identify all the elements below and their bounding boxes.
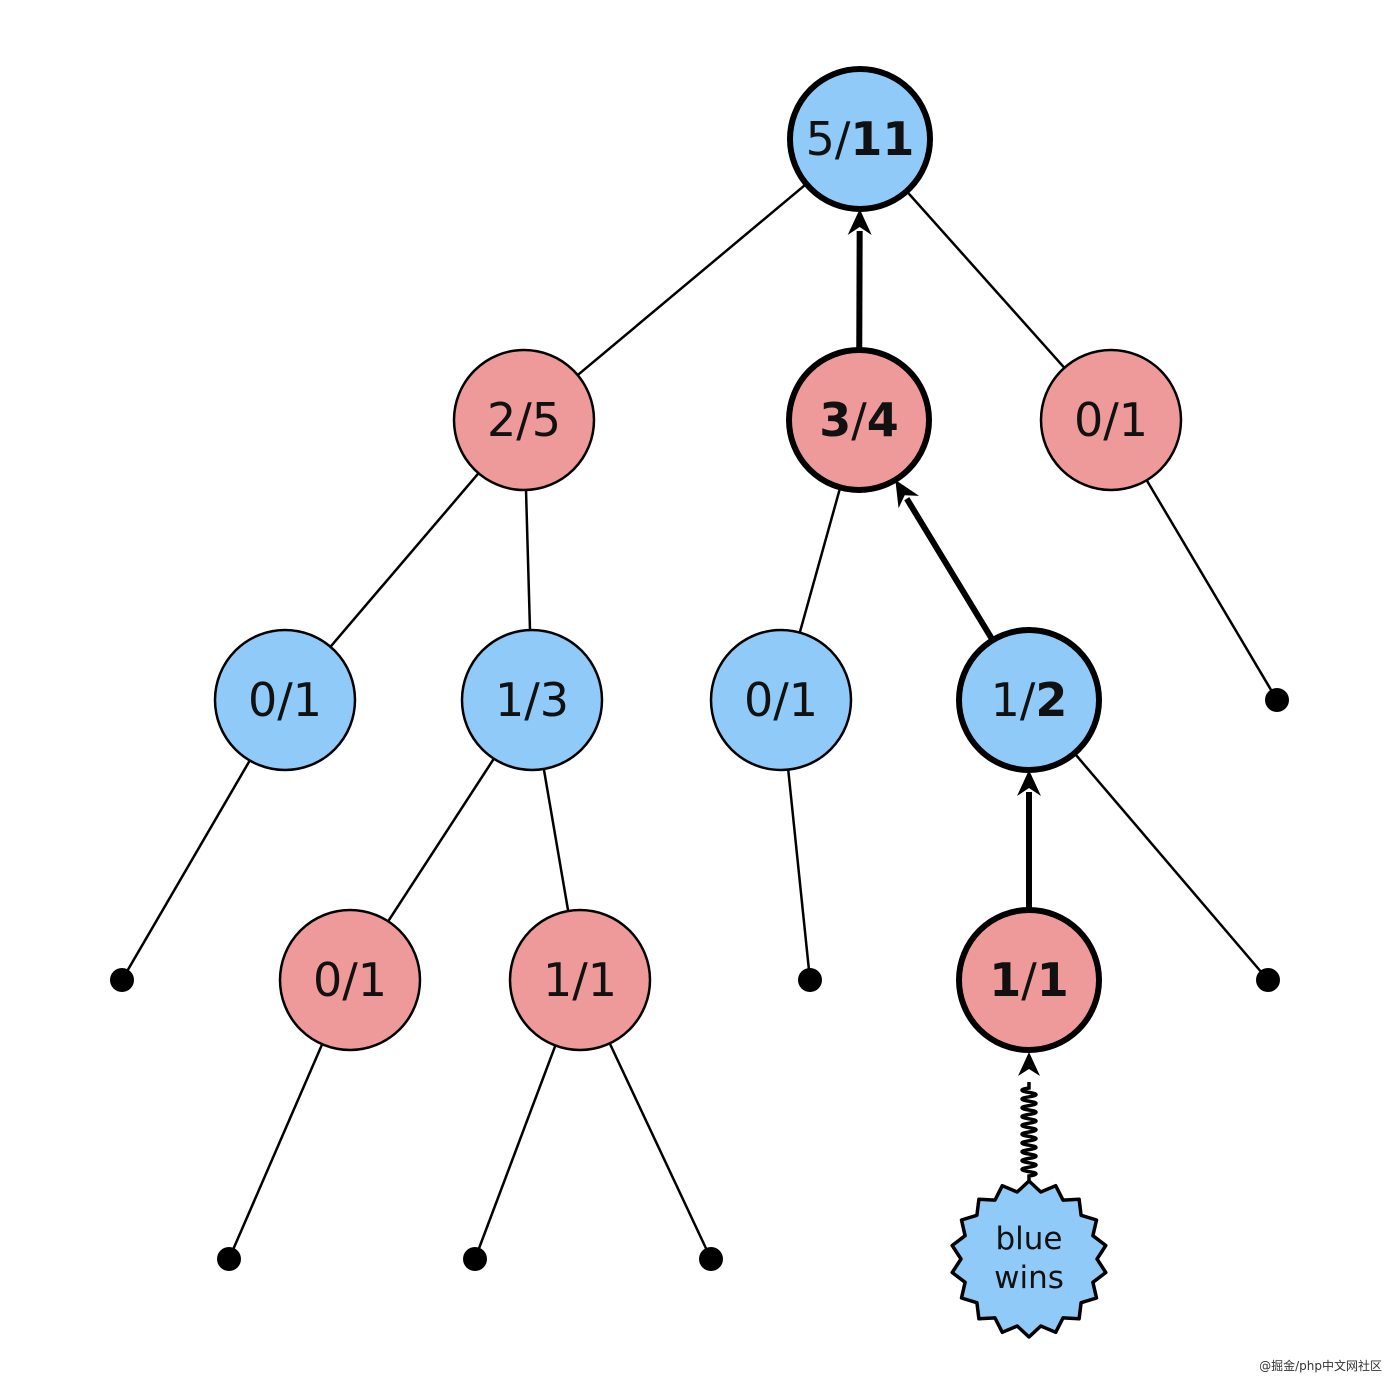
unexplored-leaf-dot: [699, 1247, 723, 1271]
simulation-spring: [1020, 1082, 1038, 1186]
tree-edge-n7-leaf-d: [1073, 752, 1269, 981]
tree-edge-n1-n4: [329, 472, 480, 648]
node-label-n10: 1/1: [989, 953, 1069, 1007]
tree-edge-n9-leaf-f: [473, 1045, 557, 1260]
tree-node-n9: [508, 908, 652, 1052]
node-label-n0: 5/11: [806, 112, 915, 166]
unexplored-leaf-dot: [217, 1247, 241, 1271]
backprop-arrowhead-n2-to-n0: [847, 208, 872, 236]
tree-edge-n5-n8: [387, 758, 495, 922]
node-label-n3: 0/1: [1074, 393, 1148, 447]
node-label-n2: 3/4: [819, 393, 899, 447]
tree-node-n0: [787, 66, 933, 212]
tree-node-n1: [452, 348, 596, 492]
node-label-n1: 2/5: [487, 393, 561, 447]
node-label-n8: 0/1: [313, 953, 387, 1007]
simulation-arrowhead: [1018, 1052, 1040, 1076]
tree-edge-n5-n9: [542, 768, 570, 912]
tree-edge-n4-leaf-b: [120, 759, 251, 981]
unexplored-leaf-dot: [110, 968, 134, 992]
node-layer: 5/11 2/5 3/4 0/1 0/1 1/3 0/1 1/2 0/1 1/1 1/1: [110, 66, 1289, 1271]
node-label-n9: 1/1: [543, 953, 617, 1007]
burst-label-line2: wins: [994, 1260, 1064, 1296]
backprop-arrowhead-n10-to-n7: [1017, 770, 1041, 796]
node-label-n6: 0/1: [744, 673, 818, 727]
tree-node-n5: [460, 628, 604, 772]
backprop-arrow-layer: [847, 208, 1041, 910]
tree-edge-n0-n3: [905, 190, 1066, 369]
tree-node-n8: [278, 908, 422, 1052]
tree-edge-n0-n1: [576, 182, 808, 377]
tree-node-n6: [709, 628, 853, 772]
tree-edge-n2-n6: [798, 487, 842, 633]
tree-edge-n1-n5: [524, 489, 532, 631]
node-label-n5: 1/3: [495, 673, 569, 727]
tree-node-n2: [786, 347, 932, 493]
unexplored-leaf-dot: [1256, 968, 1280, 992]
node-label-n4: 0/1: [248, 673, 322, 727]
backprop-arrowhead-n7-to-n2: [895, 479, 920, 509]
tree-node-n7: [956, 627, 1102, 773]
burst-label-line1: blue: [995, 1221, 1062, 1257]
backprop-arrow-n2-n7: [904, 497, 996, 642]
unexplored-leaf-dot: [798, 968, 822, 992]
blue-wins-burst: [950, 1179, 1108, 1339]
edge-layer: [120, 182, 1279, 1260]
tree-edge-n8-leaf-e: [227, 1043, 324, 1260]
unexplored-leaf-dot: [463, 1247, 487, 1271]
tree-node-n4: [213, 628, 357, 772]
simulation-layer: blue wins: [950, 1052, 1108, 1339]
node-label-n7: 1/2: [991, 673, 1068, 727]
tree-edge-n3-leaf-a: [1145, 479, 1279, 701]
tree-node-n10: [956, 907, 1102, 1053]
unexplored-leaf-dot: [1265, 688, 1289, 712]
watermark: @掘金/php中文网社区: [1259, 1359, 1382, 1373]
tree-edge-n6-leaf-c: [786, 769, 812, 981]
tree-edge-n9-leaf-g: [608, 1042, 713, 1260]
tree-node-n3: [1039, 348, 1183, 492]
